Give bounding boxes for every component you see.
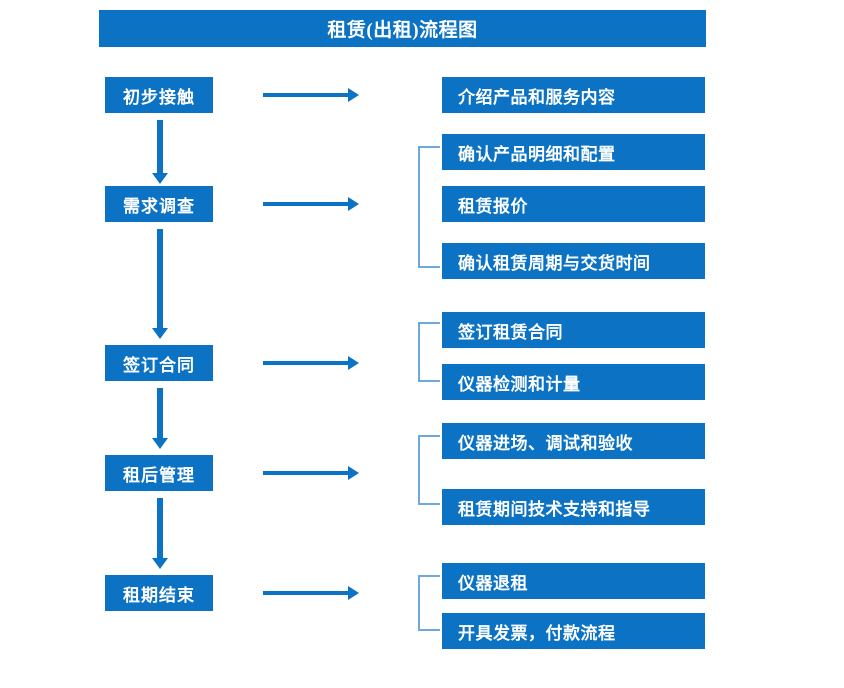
diagram-title: 租赁(出租)流程图 xyxy=(99,10,706,47)
group-bracket-5 xyxy=(418,575,440,631)
down-arrow-icon-2 xyxy=(152,229,168,339)
right-arrow-icon-3 xyxy=(263,356,359,370)
stage-box-3[interactable]: 签订合同 xyxy=(105,345,213,381)
group-bracket-2 xyxy=(418,146,440,268)
detail-box-2-3[interactable]: 确认租赁周期与交货时间 xyxy=(442,243,705,279)
detail-box-5-1[interactable]: 仪器退租 xyxy=(442,563,705,599)
group-bracket-3 xyxy=(418,322,440,382)
down-arrow-icon-3 xyxy=(152,388,168,449)
stage-box-4[interactable]: 租后管理 xyxy=(105,455,213,491)
detail-box-5-2[interactable]: 开具发票，付款流程 xyxy=(442,613,705,649)
detail-box-3-2[interactable]: 仪器检测和计量 xyxy=(442,364,705,400)
right-arrow-icon-5 xyxy=(263,586,359,600)
detail-box-2-2[interactable]: 租赁报价 xyxy=(442,186,705,222)
right-arrow-icon-2 xyxy=(263,197,359,211)
detail-box-1-1[interactable]: 介绍产品和服务内容 xyxy=(442,77,705,113)
stage-box-1[interactable]: 初步接触 xyxy=(105,77,213,113)
down-arrow-icon-1 xyxy=(152,120,168,184)
detail-box-4-2[interactable]: 租赁期间技术支持和指导 xyxy=(442,489,705,525)
detail-box-3-1[interactable]: 签订租赁合同 xyxy=(442,312,705,348)
right-arrow-icon-4 xyxy=(263,466,359,480)
detail-box-4-1[interactable]: 仪器进场、调试和验收 xyxy=(442,423,705,459)
stage-box-5[interactable]: 租期结束 xyxy=(105,575,213,611)
right-arrow-icon-1 xyxy=(263,88,359,102)
down-arrow-icon-4 xyxy=(152,498,168,569)
group-bracket-4 xyxy=(418,435,440,505)
stage-box-2[interactable]: 需求调查 xyxy=(105,186,213,222)
detail-box-2-1[interactable]: 确认产品明细和配置 xyxy=(442,134,705,170)
